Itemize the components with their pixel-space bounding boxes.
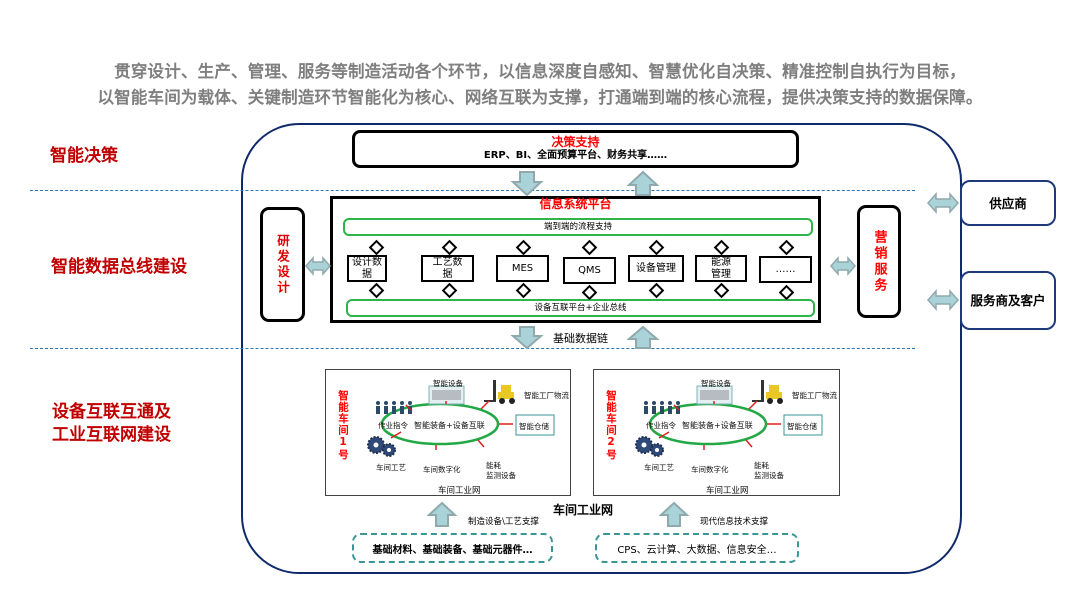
layer-label-iiot-line1: 设备互联互通及: [52, 402, 171, 422]
network-label: 车间工业网: [553, 503, 614, 517]
workshop-diagram: [635, 380, 823, 457]
link-arrows: [390, 400, 513, 450]
decision-support-subtitle: ERP、BI、全面预算平台、财务共享……: [483, 150, 668, 161]
intro-line-1: 贯穿设计、生产、管理、服务等制造活动各个环节，以信息深度自感知、智慧优化自决策、…: [114, 62, 966, 81]
node-energy-1: 能耗: [486, 461, 501, 470]
workshop-network-label: 车间工业网: [438, 486, 481, 496]
gears-icon: [635, 436, 664, 457]
module-mes[interactable]: MES: [496, 255, 549, 282]
node-warehouse: 智能仓储: [519, 422, 549, 431]
marketing-service-label: 营销服务: [871, 229, 887, 294]
it-support-box: CPS、云计算、大数据、信息安全…: [595, 533, 799, 563]
node-process: 车间工艺: [644, 463, 674, 472]
support-arrow-label-2: 现代信息技术支撑: [700, 517, 769, 527]
intro-line-2: 以智能车间为载体、关键制造环节智能化为核心、网络互联为支撑，打通端到端的核心流程…: [97, 88, 983, 107]
layer-label-iiot: 设备互联互通及 工业互联网建设: [52, 401, 171, 447]
device-bus-bar: 设备互联平台+企业总线: [346, 299, 815, 317]
node-equipment: 智能设备: [433, 379, 463, 388]
arrow-up-icon: [658, 501, 690, 527]
node-digital: 车间数字化: [691, 465, 729, 474]
forklift-icon: [484, 380, 515, 404]
marketing-service-box: 营销服务: [857, 205, 901, 318]
node-logistics: 智能工厂物流: [524, 391, 569, 400]
service-customer-box: 服务商及客户: [960, 271, 1056, 330]
supplier-box: 供应商: [960, 180, 1056, 226]
layer-divider-2: [30, 348, 915, 349]
info-platform-box: [330, 196, 821, 323]
node-energy-1: 能耗: [754, 461, 769, 470]
module-more[interactable]: ……: [759, 256, 812, 283]
warehouse-box: [783, 414, 823, 436]
module-design-data[interactable]: 设计数据: [347, 255, 387, 282]
node-energy-2: 监测设备: [486, 471, 516, 480]
decision-support-title: 决策支持: [551, 135, 600, 149]
foundation-materials-box: 基础材料、基础装备、基础元器件…: [352, 533, 553, 563]
workshop-diagram: [367, 380, 555, 457]
arrow-up-icon: [626, 170, 660, 196]
workshop-name: 智能车间1号: [337, 390, 349, 461]
workshop-panel-2: 智能车间2号: [593, 369, 840, 496]
arrow-down-icon: [510, 326, 544, 350]
workshop-panel-1: 智能车间1号: [325, 369, 571, 496]
arrow-up-icon: [426, 501, 458, 527]
double-arrow-icon: [926, 192, 960, 214]
module-equipment-mgmt[interactable]: 设备管理: [628, 255, 684, 282]
warehouse-box: [515, 414, 555, 436]
gears-icon: [367, 436, 396, 457]
workshop-network-label: 车间工业网: [706, 486, 749, 496]
layer-label-decision: 智能决策: [50, 146, 118, 166]
rd-design-label: 研发设计: [275, 233, 290, 296]
node-center: 智能装备+设备互联: [414, 421, 485, 430]
arrow-down-icon: [510, 171, 544, 197]
equipment-icon: [696, 385, 733, 405]
supplier-label: 供应商: [989, 195, 1027, 211]
process-support-bar: 端到端的流程支持: [343, 218, 813, 236]
rd-design-box: 研发设计: [260, 207, 305, 322]
support-arrow-label-1: 制造设备\工艺支撑: [468, 517, 539, 527]
node-process: 车间工艺: [376, 463, 406, 472]
info-platform-title: 信息系统平台: [539, 197, 612, 211]
module-qms[interactable]: QMS: [563, 257, 616, 284]
node-digital: 车间数字化: [423, 465, 461, 474]
module-energy-mgmt[interactable]: 能源管理: [695, 255, 747, 282]
layer-divider-1: [30, 190, 915, 191]
node-instructions: 作业指令: [378, 421, 408, 430]
decision-support-box: 决策支持 ERP、BI、全面预算平台、财务共享……: [352, 130, 799, 168]
workshop-name: 智能车间2号: [605, 390, 617, 461]
node-logistics: 智能工厂物流: [792, 391, 837, 400]
link-arrows: [658, 400, 781, 450]
node-center: 智能装备+设备互联: [682, 421, 753, 430]
node-equipment: 智能设备: [701, 379, 731, 388]
node-energy-2: 监测设备: [754, 471, 784, 480]
module-process-data[interactable]: 工艺数据: [421, 255, 474, 282]
node-instructions: 作业指令: [646, 421, 676, 430]
arrow-up-icon: [626, 325, 660, 349]
double-arrow-icon: [305, 256, 331, 276]
it-support-label: CPS、云计算、大数据、信息安全…: [617, 544, 777, 556]
data-chain-label: 基础数据链: [553, 332, 608, 345]
service-customer-label: 服务商及客户: [970, 293, 1046, 308]
foundation-materials-label: 基础材料、基础装备、基础元器件…: [372, 544, 533, 556]
double-arrow-icon: [830, 256, 856, 276]
double-arrow-icon: [926, 289, 960, 311]
layer-label-data-bus: 智能数据总线建设: [51, 257, 187, 277]
layer-label-iiot-line2: 工业互联网建设: [52, 425, 171, 445]
node-warehouse: 智能仓储: [787, 422, 817, 431]
forklift-icon: [752, 380, 783, 404]
